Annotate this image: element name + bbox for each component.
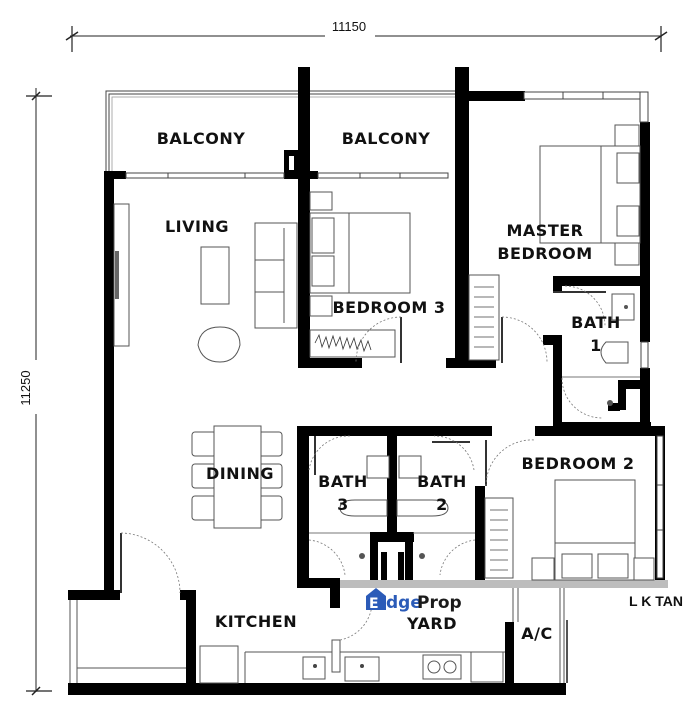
dimension-width: 11150 [65, 19, 668, 52]
width-dimension-label: 11150 [332, 19, 366, 34]
label-master-line2: BEDROOM [497, 244, 592, 263]
dining-furniture [191, 425, 283, 529]
sink-icon [302, 656, 326, 680]
room-labels: BALCONY BALCONY LIVING BEDROOM 3 MASTER … [157, 129, 634, 643]
label-master-line1: MASTER [507, 221, 584, 240]
logo-text-prop: Prop [417, 593, 462, 613]
kitchen-fixtures [199, 639, 505, 684]
bedroom2-furniture [484, 479, 655, 581]
doors [120, 285, 606, 641]
label-ac: A/C [521, 624, 552, 643]
walls [68, 67, 668, 695]
label-bath3-line2: 3 [337, 495, 349, 514]
master-furniture [468, 124, 641, 361]
dimension-height: 11250 [18, 88, 52, 696]
label-bath2-line2: 2 [436, 495, 448, 514]
armchair-icon [197, 326, 241, 363]
toilet-icon [600, 341, 629, 364]
label-kitchen: KITCHEN [215, 612, 297, 631]
living-furniture [113, 203, 298, 363]
credit-text: L K TAN [629, 593, 683, 609]
label-balcony-right: BALCONY [342, 129, 431, 148]
label-yard: YARD [406, 614, 457, 633]
edgeprop-watermark: E dge Prop [366, 588, 462, 613]
label-bath2-line1: BATH [417, 472, 467, 491]
house-logo-icon [366, 588, 386, 610]
bath23-fixtures [309, 436, 475, 559]
label-bath1-line1: BATH [571, 313, 621, 332]
label-bath1-line2: 1 [590, 336, 602, 355]
label-bedroom2: BEDROOM 2 [521, 454, 634, 473]
bedroom3-furniture [309, 191, 411, 358]
sink-icon-2 [344, 656, 380, 682]
label-bath3-line1: BATH [318, 472, 368, 491]
label-living: LIVING [165, 217, 229, 236]
height-dimension-label: 11250 [18, 370, 33, 405]
logo-letter-e: E [369, 596, 379, 612]
label-balcony-left: BALCONY [157, 129, 246, 148]
windows [69, 91, 664, 683]
label-bedroom3: BEDROOM 3 [332, 298, 445, 317]
bath1-fixtures [553, 291, 640, 406]
basin-icon [611, 293, 635, 321]
logo-text-dge: dge [386, 593, 422, 613]
label-dining: DINING [206, 464, 274, 483]
washer-icon [470, 651, 504, 683]
